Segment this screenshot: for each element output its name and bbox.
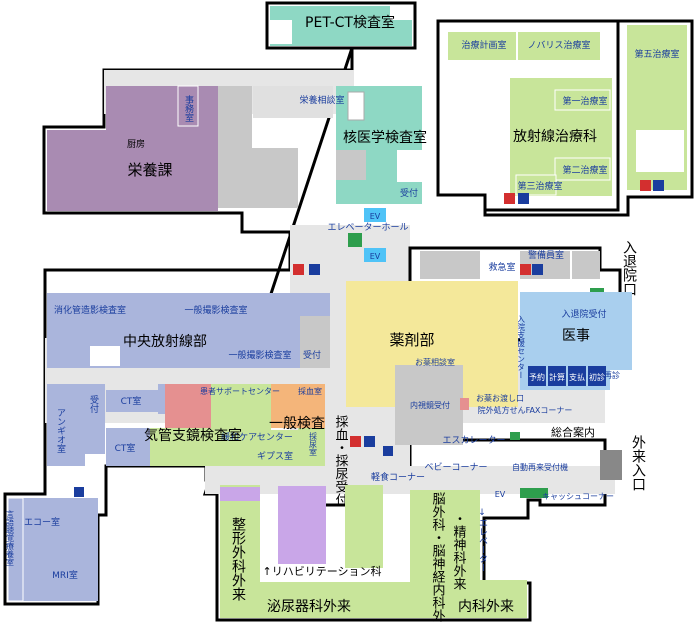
restroom-icon <box>520 264 531 275</box>
wheelchair-icon <box>74 487 84 497</box>
psychiatry-label: ・精神科外来 <box>451 512 467 590</box>
pharmacy-area: 薬剤部 お薬相談室 内視鏡受付 お薬お渡し口 院外処方せんFAXコーナー <box>346 281 572 445</box>
urine-collect-label: 採尿室 <box>309 431 318 456</box>
digestive-room-label: 消化管造影検査室 <box>54 304 126 316</box>
neurosurgery-label: 脳外科・脳神経内科外来 <box>430 492 446 622</box>
auto-reception-label: 自動再来受付機 <box>512 462 568 472</box>
cast-room-label: ギプス室 <box>257 450 293 462</box>
treatment2-label: 第二治療室 <box>562 164 607 176</box>
nuclear-med-label: 核医学検査室 <box>343 129 427 146</box>
echo-room-label: エコー室 <box>24 516 60 528</box>
payment-label: 支払 <box>569 372 585 382</box>
ct-room-label: CT室 <box>121 395 142 407</box>
orthopedics-label: 整形外科外来 <box>230 517 246 601</box>
ev-label-bottom: EV <box>495 490 506 499</box>
guard-room-label: 警備員室 <box>528 249 564 261</box>
speech-room-label: 言語聴覚療養室 <box>6 509 15 566</box>
echo-mri-area: エコー室 言語聴覚療養室 MRI室 <box>6 497 98 602</box>
nutrition-wing: 事務室 厨房 栄養課 <box>47 85 333 211</box>
discharge-support-label: 入院支援センター <box>517 315 526 379</box>
wheelchair-icon <box>383 446 393 456</box>
elevator-arrow-label: ↓エレベーター <box>477 508 488 572</box>
rehabilitation-label: ↑リハビリテーション科 <box>263 564 382 578</box>
kitchen-label: 厨房 <box>127 138 145 150</box>
pet-ct-label: PET-CT検査室 <box>305 14 395 31</box>
central-radiology-label: 中央放射線部 <box>123 334 207 350</box>
facility-icons <box>74 180 664 497</box>
entrance-discharge-label: 入退院口 <box>621 240 637 296</box>
nutrition-consult-label: 栄養相談室 <box>299 94 344 106</box>
restroom-icon <box>504 193 515 204</box>
reception2-label: 受付 <box>303 349 321 361</box>
reception3-label: 受付 <box>88 394 99 414</box>
outpatient-area: 整形外科外来 ↑リハビリテーション科 泌尿器科外来 脳外科・脳神経内科外来 ・精… <box>220 485 527 622</box>
urology-label: 泌尿器科外来 <box>267 599 351 615</box>
elevator-hall: EV エレベーターホール EV <box>327 208 409 262</box>
angio-label: アンギオ室 <box>55 408 66 453</box>
restroom-icon <box>293 264 304 275</box>
emergency-room-label: 救急室 <box>488 261 515 273</box>
lobby-labels: エスカレーター ベビーコーナー 軽食コーナー 総合案内 自動再来受付機 キャッシ… <box>371 425 646 501</box>
reservation-label: 予約 <box>529 372 545 382</box>
medical-affairs-label: 医事 <box>562 328 590 344</box>
planning-room-label: 治療計画室 <box>461 39 506 51</box>
escalator-label: エスカレーター <box>442 435 505 446</box>
treatment5-label: 第五治療室 <box>634 48 679 60</box>
revisit-label: 再診 <box>604 370 620 380</box>
restroom-icon <box>653 180 664 191</box>
ev-label-mid: EV <box>370 252 381 261</box>
blood-collect-label: 採血室 <box>298 386 322 396</box>
restroom-icon <box>640 180 651 191</box>
blood-urine-reception-label: 採血・採尿受付 <box>333 415 349 506</box>
radiation-therapy-rooms: 治療計画室 ノバリス治療室 第五治療室 第一治療室 第二治療室 第三治療室 放射… <box>448 25 687 196</box>
ct-angio-area: アンギオ室 受付 CT室 CT室 <box>47 384 198 466</box>
bronchoscopy-label: 気管支鏡検査室 <box>144 427 242 444</box>
treatment3-label: 第三治療室 <box>517 180 562 192</box>
mri-room-label: MRI室 <box>52 569 78 581</box>
novalis-room-label: ノバリス治療室 <box>527 39 590 51</box>
restroom-icon <box>532 264 543 275</box>
exam-area: 患者サポートセンター 採血室 一般検査 緩和ケアセンター 採尿室 気管支鏡検査室… <box>144 384 348 506</box>
cashier-label: キャッシュコーナー <box>542 492 614 501</box>
restroom-icon <box>518 193 529 204</box>
office-label: 事務室 <box>183 94 194 122</box>
medical-affairs-reception-label: 入退院受付 <box>561 308 606 320</box>
restroom-icon <box>350 436 361 447</box>
outpatient-entrance-label: 外来入口 <box>630 435 646 491</box>
central-radiology: 消化管造影検査室 一般撮影検査室 中央放射線部 一般撮影検査室 受付 <box>47 293 330 368</box>
radiation-therapy-label: 放射線治療科 <box>513 128 597 145</box>
general-xray2-label: 一般撮影検査室 <box>228 349 291 361</box>
pet-ct-room: PET-CT検査室 <box>270 6 412 46</box>
nuclear-reception-label: 受付 <box>400 187 418 199</box>
baby-corner-label: ベビーコーナー <box>424 462 487 473</box>
elevator-hall-label: エレベーターホール <box>327 222 408 233</box>
pharmacy-label: 薬剤部 <box>389 331 434 349</box>
medicine-pickup-label: お薬お渡し口 <box>476 393 524 403</box>
general-checkup-label: 一般検査 <box>269 416 325 432</box>
nuclear-medicine: 栄養相談室 核医学検査室 受付 <box>299 86 427 204</box>
ev-label-top: EV <box>370 212 381 221</box>
endoscopy-label: 内視鏡受付 <box>410 400 450 410</box>
internal-medicine-label: 内科外来 <box>458 599 514 615</box>
calculation-label: 計算 <box>549 372 565 382</box>
snack-corner-label: 軽食コーナー <box>371 471 425 483</box>
first-visit-label: 初診 <box>589 372 605 382</box>
treatment1-label: 第一治療室 <box>562 95 607 107</box>
palliative-label: 緩和ケアセンター <box>221 431 293 443</box>
nutrition-dept-label: 栄養課 <box>127 161 172 179</box>
patient-support-label: 患者サポートセンター <box>200 386 280 396</box>
medical-affairs: 入院支援センター 入退院受付 医事 予約 計算 支払 初診 再診 <box>517 292 632 390</box>
general-xray-label: 一般撮影検査室 <box>184 304 247 316</box>
medication-consult-label: お薬相談室 <box>415 357 455 367</box>
general-info-label: 総合案内 <box>551 425 595 439</box>
fax-corner-label: 院外処方せんFAXコーナー <box>478 405 573 415</box>
restroom-icon <box>364 436 375 447</box>
ct-room2-label: CT室 <box>115 442 136 454</box>
restroom-icon <box>309 264 320 275</box>
